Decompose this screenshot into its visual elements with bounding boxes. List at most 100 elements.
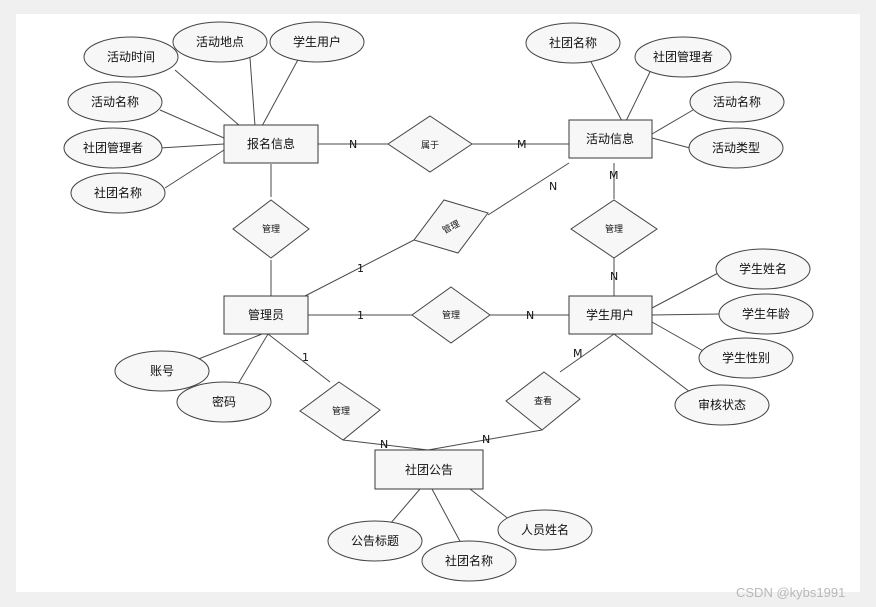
- line-signup-name: [159, 109, 225, 139]
- line-signup-place: [249, 57, 256, 127]
- relationship-manage-activity[interactable]: 管理: [413, 199, 489, 254]
- line-signup-club: [164, 149, 225, 189]
- cardinality-belongs-left: N: [349, 138, 357, 151]
- watermark: CSDN @kybs1991: [736, 585, 845, 600]
- line-stu-age: [651, 313, 721, 316]
- line-act-club: [589, 59, 623, 122]
- ellipse-shape: [327, 520, 423, 562]
- attribute-signup-name[interactable]: 活动名称: [67, 81, 163, 123]
- attribute-notice-club[interactable]: 社团名称: [421, 540, 517, 582]
- line-view-notice: [427, 429, 543, 451]
- cardinality-belongs-right: M: [517, 138, 527, 151]
- entity-signup[interactable]: 报名信息: [223, 124, 319, 164]
- ellipse-shape: [718, 293, 814, 335]
- line-stu-name: [651, 271, 721, 309]
- ellipse-shape: [674, 384, 770, 426]
- line-signup-time: [174, 69, 241, 127]
- relationship-label: 管理: [605, 223, 623, 235]
- cardinality-act-student-m: M: [609, 169, 619, 182]
- attribute-label: 社团名称: [445, 553, 493, 568]
- relationship-manage-student[interactable]: 管理: [411, 286, 491, 344]
- attribute-signup-manager[interactable]: 社团管理者: [63, 127, 163, 169]
- attribute-ellipses: 活动时间 活动地点 学生用户 活动名称 社团管理者 社团名称 社团名称 社团管: [63, 21, 814, 582]
- line-stu-status: [613, 333, 691, 393]
- ellipse-shape: [269, 21, 365, 63]
- cardinality-act-student-n: N: [610, 270, 618, 283]
- entity-label: 活动信息: [586, 131, 634, 146]
- ellipse-shape: [114, 350, 210, 392]
- attribute-signup-time[interactable]: 活动时间: [83, 36, 179, 78]
- ellipse-shape: [83, 36, 179, 78]
- ellipse-shape: [698, 337, 794, 379]
- attribute-label: 密码: [212, 394, 236, 409]
- attribute-label: 学生用户: [293, 34, 341, 49]
- cardinality-admin-notice-1: 1: [302, 351, 309, 364]
- attribute-signup-club[interactable]: 社团名称: [70, 172, 166, 214]
- ellipse-shape: [525, 22, 621, 64]
- line-notice-person: [469, 488, 511, 521]
- relationship-belongs[interactable]: 属于: [387, 115, 473, 173]
- entity-student[interactable]: 学生用户: [568, 295, 653, 335]
- entity-box: [223, 295, 309, 335]
- cardinality-act-admin-1: 1: [357, 262, 364, 275]
- relationship-manage-signup[interactable]: 管理: [232, 199, 310, 259]
- attribute-act-type[interactable]: 活动类型: [688, 127, 784, 169]
- line-notice-club: [431, 488, 463, 546]
- entity-label: 社团公告: [405, 462, 453, 477]
- attribute-label: 活动名称: [713, 94, 761, 109]
- ellipse-shape: [70, 172, 166, 214]
- line-signup-manager: [159, 143, 225, 149]
- attribute-act-name[interactable]: 活动名称: [689, 81, 785, 123]
- line-act-type: [651, 137, 691, 149]
- diamond-shape: [505, 371, 581, 431]
- line-admin-password: [237, 333, 269, 385]
- entity-admin[interactable]: 管理员: [223, 295, 309, 335]
- attribute-stu-name[interactable]: 学生姓名: [715, 248, 811, 290]
- ellipse-shape: [176, 381, 272, 423]
- line-admin-manage5: [267, 333, 331, 383]
- attribute-notice-person[interactable]: 人员姓名: [497, 509, 593, 551]
- entity-box: [568, 119, 653, 159]
- attribute-label: 活动名称: [91, 94, 139, 109]
- attribute-notice-title[interactable]: 公告标题: [327, 520, 423, 562]
- entity-notice[interactable]: 社团公告: [374, 449, 484, 490]
- relationship-manage-student-act[interactable]: 管理: [570, 199, 658, 259]
- entity-activity[interactable]: 活动信息: [568, 119, 653, 159]
- entity-label: 报名信息: [247, 136, 295, 151]
- attribute-label: 人员姓名: [521, 522, 569, 537]
- attribute-act-manager[interactable]: 社团管理者: [634, 36, 732, 78]
- ellipse-shape: [421, 540, 517, 582]
- relationship-label: 属于: [421, 140, 439, 151]
- relationship-diamonds: 属于 管理 管理 管理 管理 管理 查看: [232, 115, 658, 441]
- entity-label: 管理员: [248, 307, 284, 322]
- cardinality-labels: N M N 1 M N 1 N 1 N M N: [302, 138, 619, 451]
- relationship-manage-notice[interactable]: 管理: [299, 381, 381, 441]
- diamond-shape: [413, 199, 489, 254]
- attribute-signup-user[interactable]: 学生用户: [269, 21, 365, 63]
- relationship-label: 管理: [332, 405, 350, 417]
- attribute-stu-status[interactable]: 审核状态: [674, 384, 770, 426]
- ellipse-shape: [172, 21, 268, 63]
- ellipse-shape: [689, 81, 785, 123]
- attribute-label: 公告标题: [351, 534, 399, 548]
- attribute-admin-account[interactable]: 账号: [114, 350, 210, 392]
- line-stu-gender: [651, 321, 706, 353]
- entity-label: 学生用户: [586, 307, 634, 322]
- entity-box: [568, 295, 653, 335]
- ellipse-shape: [67, 81, 163, 123]
- line-manage2-admin: [304, 239, 415, 297]
- line-act-manager: [625, 71, 651, 122]
- attribute-signup-place[interactable]: 活动地点: [172, 21, 268, 63]
- relationship-label: 查看: [534, 395, 552, 407]
- attribute-stu-age[interactable]: 学生年龄: [718, 293, 814, 335]
- cardinality-student-notice-m: M: [573, 347, 583, 360]
- attribute-stu-gender[interactable]: 学生性别: [698, 337, 794, 379]
- attribute-admin-password[interactable]: 密码: [176, 381, 272, 423]
- attribute-label: 社团管理者: [83, 140, 143, 155]
- ellipse-shape: [688, 127, 784, 169]
- relationship-view-notice[interactable]: 查看: [505, 371, 581, 431]
- attribute-label: 审核状态: [698, 397, 746, 412]
- attribute-act-club[interactable]: 社团名称: [525, 22, 621, 64]
- connector-lines: [159, 55, 721, 546]
